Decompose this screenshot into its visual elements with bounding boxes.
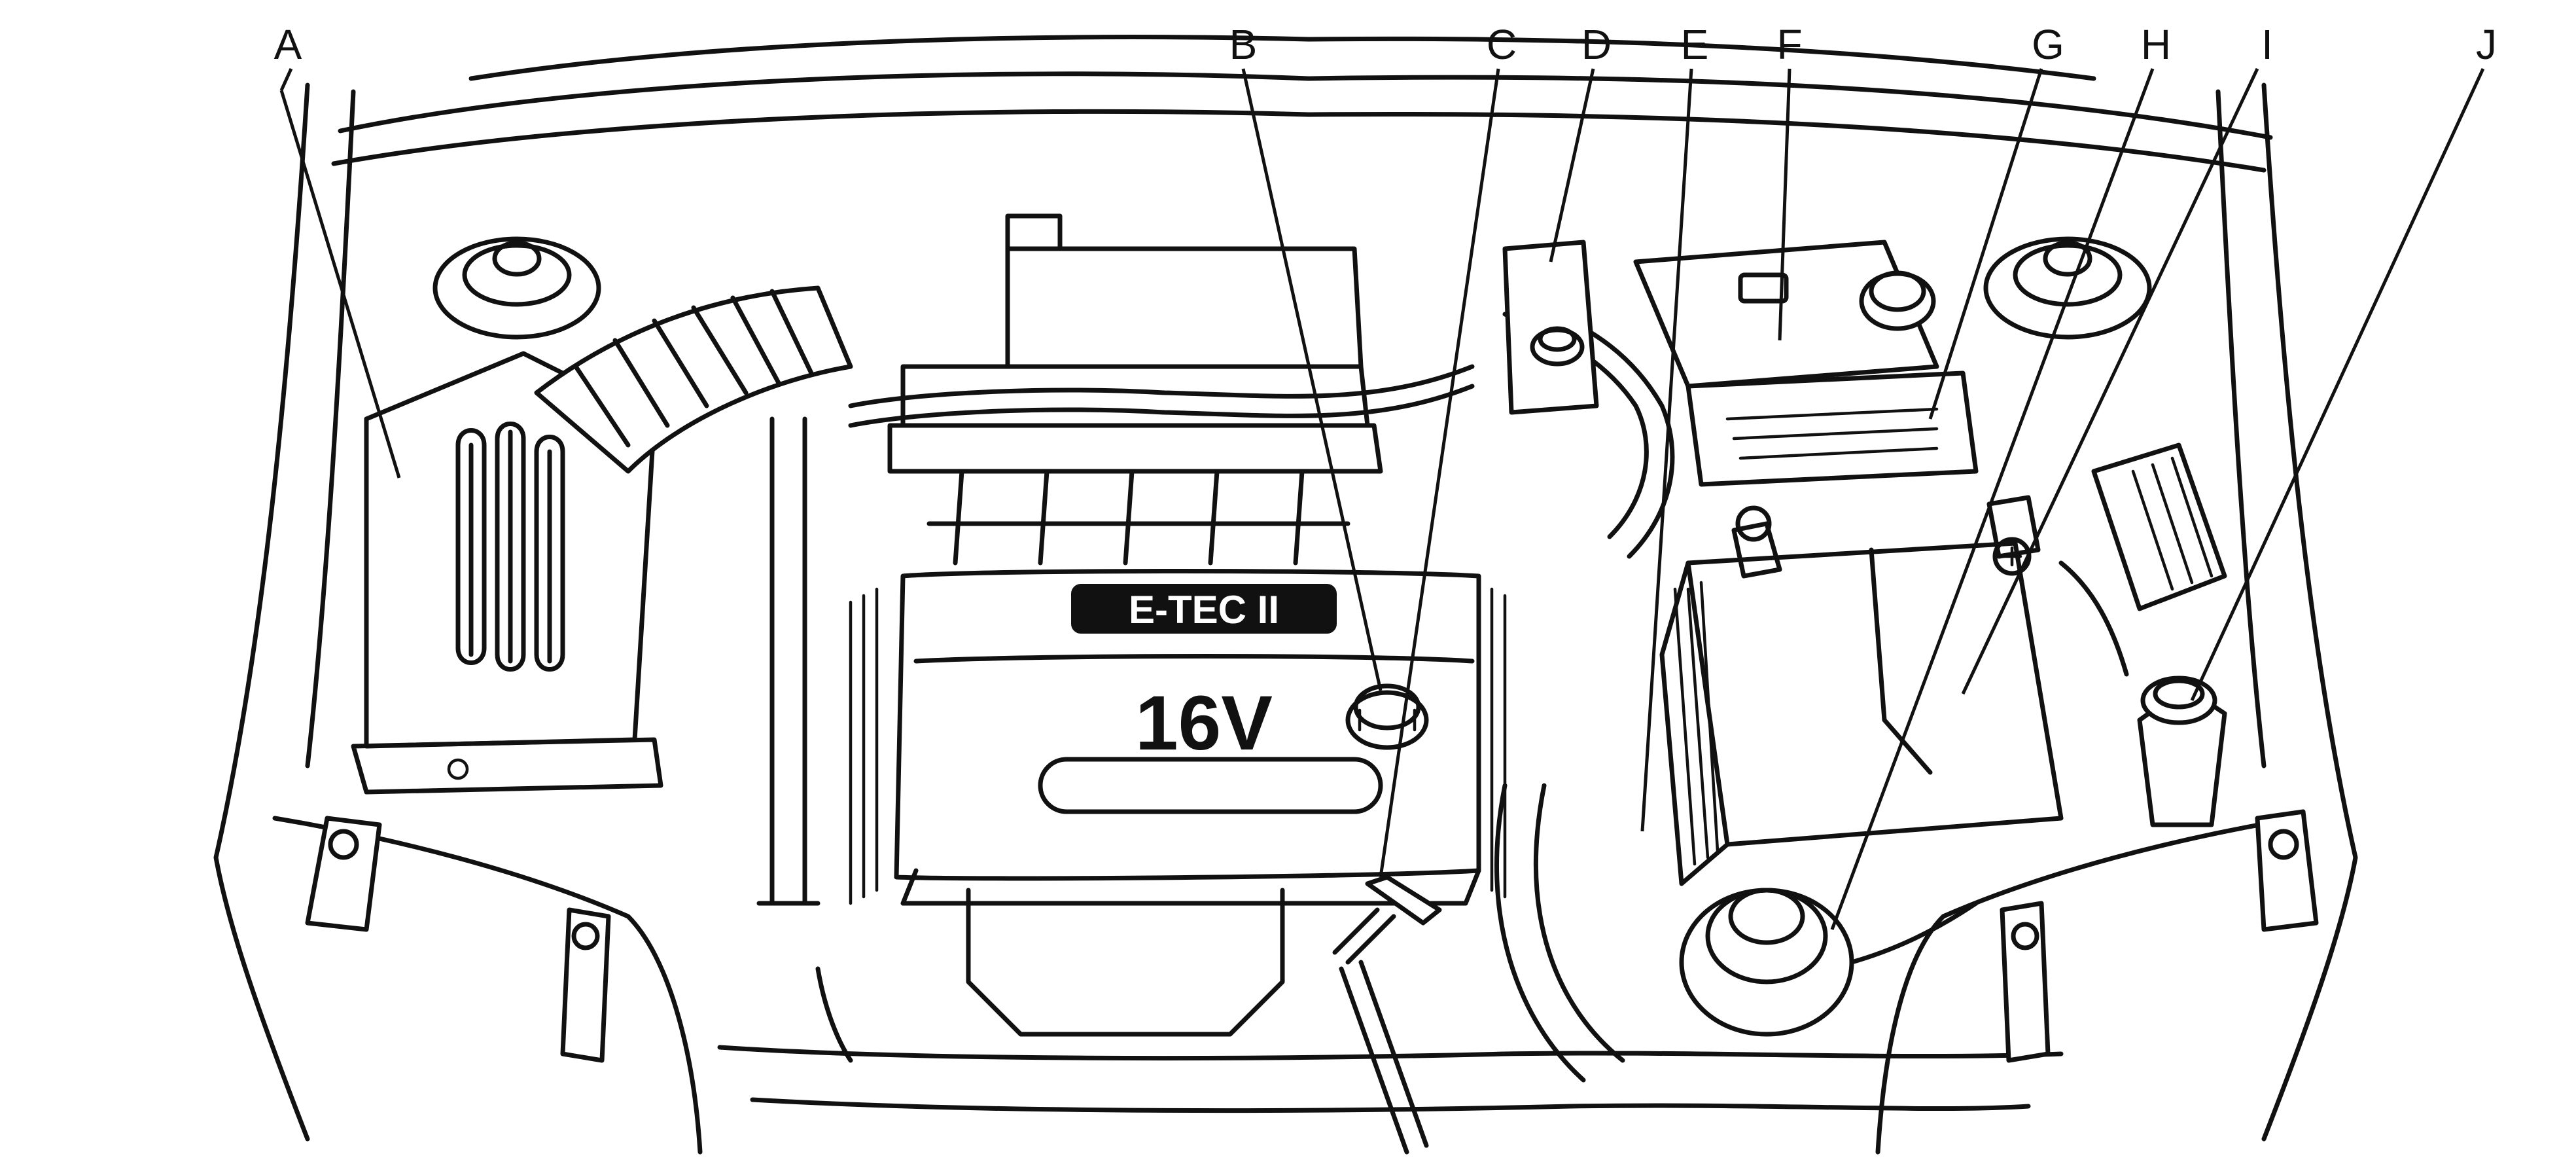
leader-line-f — [1778, 68, 1791, 341]
fuse-relay-box — [1685, 370, 1979, 487]
leader-lines — [279, 67, 2485, 930]
washer-fluid-reservoir — [1502, 240, 1599, 415]
callout-e: E — [1681, 21, 1709, 68]
callout-g: G — [2032, 21, 2064, 68]
right-strut-tower — [1983, 236, 2152, 340]
leader-line-g — [1928, 68, 2043, 420]
callout-i: I — [2261, 21, 2273, 68]
coolant-surge-tank — [1679, 888, 1979, 1037]
engine-cover-mark: 16V — [1135, 680, 1273, 767]
leader-line-h — [1830, 68, 2155, 930]
callout-h: H — [2141, 21, 2171, 68]
callout-b: B — [1229, 21, 1258, 68]
brake-fluid-reservoir — [1633, 240, 1939, 389]
lower-structure — [717, 416, 2064, 1113]
intake-manifold — [887, 213, 1383, 566]
air-cleaner-housing — [351, 285, 853, 795]
leader-line-c — [1379, 68, 1500, 878]
callout-labels: A B C D E F G H I J — [274, 21, 2497, 68]
engine-badge: E-TEC II — [1071, 584, 1337, 634]
callout-a: A — [274, 21, 302, 68]
callout-f: F — [1776, 21, 1802, 68]
callout-j: J — [2476, 21, 2497, 68]
fender-brackets — [305, 809, 2319, 1063]
leader-line-a — [279, 67, 293, 92]
callout-d: D — [1581, 21, 1612, 68]
power-steering-reservoir — [2137, 676, 2227, 827]
leader-line-e — [1640, 68, 1693, 832]
battery — [1659, 495, 2064, 886]
hood-and-fenders — [213, 35, 2358, 1155]
leader-line-i — [1961, 67, 2259, 695]
left-strut-tower — [432, 236, 601, 340]
leader-line-b — [1241, 68, 1383, 691]
engine-cover — [849, 569, 1507, 906]
leader-line-j — [2190, 67, 2485, 702]
oil-dipstick — [1332, 875, 1442, 1155]
oil-fill-cap — [1345, 683, 1429, 750]
engine-badge-text: E-TEC II — [1129, 588, 1279, 632]
leader-line-a2 — [279, 90, 401, 478]
control-module — [2058, 442, 2227, 677]
leader-line-d — [1549, 68, 1595, 262]
callout-c: C — [1487, 21, 1517, 68]
